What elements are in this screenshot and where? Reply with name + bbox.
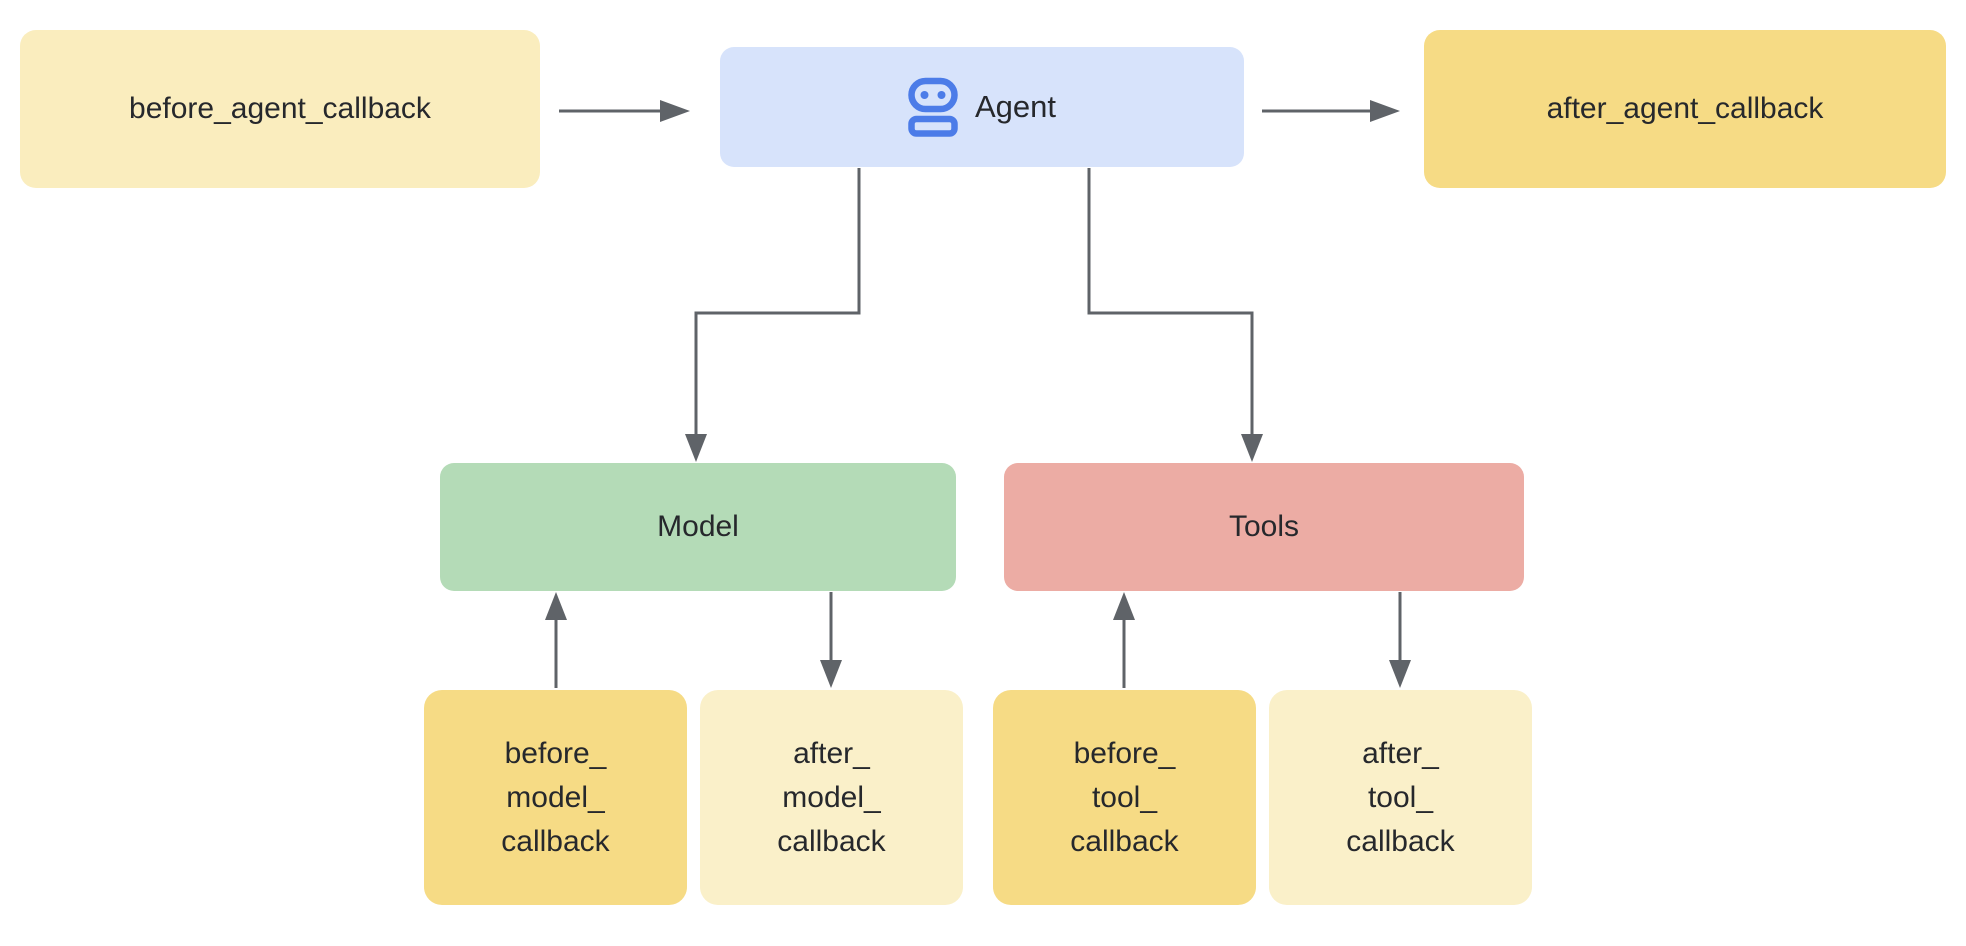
node-after-agent-callback: after_agent_callback	[1424, 30, 1946, 188]
node-label: before_agent_callback	[129, 92, 431, 125]
node-label: after_ tool_ callback	[1346, 736, 1455, 858]
node-label: Model	[657, 510, 739, 543]
node-label: Agent	[974, 89, 1056, 124]
arrowhead-into-after-model	[820, 660, 842, 688]
arrowhead-into-after-agent	[1370, 100, 1400, 122]
node-tools: Tools	[1004, 463, 1524, 591]
arrowhead-into-model-top	[685, 434, 707, 462]
robot-icon	[908, 77, 958, 137]
arrowhead-into-tools-bottom	[1113, 592, 1135, 620]
edge-agent-to-tools	[1087, 168, 1254, 436]
node-label: before_ model_ callback	[501, 736, 610, 858]
node-agent: Agent	[720, 47, 1244, 167]
node-before-tool-callback: before_ tool_ callback	[993, 690, 1256, 905]
agent-content: Agent	[908, 77, 1056, 137]
arrowhead-into-after-tool	[1389, 660, 1411, 688]
node-label: Tools	[1228, 510, 1300, 543]
node-model: Model	[440, 463, 956, 591]
node-before-model-callback: before_ model_ callback	[424, 690, 687, 905]
node-after-tool-callback: after_ tool_ callback	[1269, 690, 1532, 905]
node-before-agent-callback: before_agent_callback	[20, 30, 540, 188]
arrowhead-into-agent	[660, 100, 690, 122]
node-label: after_agent_callback	[1546, 92, 1824, 125]
edge-agent-to-model	[694, 168, 861, 436]
node-label: before_ tool_ callback	[1070, 736, 1179, 858]
arrowhead-into-tools-top	[1241, 434, 1263, 462]
arrowhead-into-model-bottom	[545, 592, 567, 620]
node-label: after_ model_ callback	[777, 736, 886, 858]
node-after-model-callback: after_ model_ callback	[700, 690, 963, 905]
